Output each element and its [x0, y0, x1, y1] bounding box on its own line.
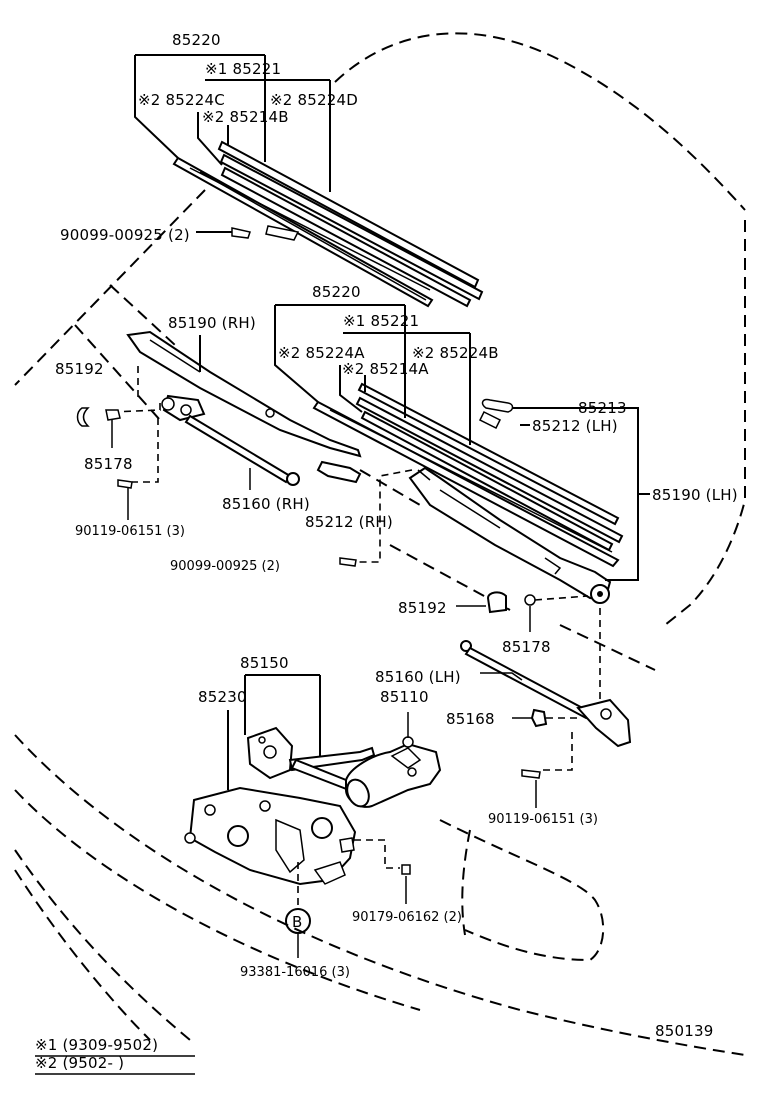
- label-85178-right: 85178: [502, 638, 551, 656]
- label-callout-b: B: [292, 913, 303, 931]
- cap-85192-left: [76, 407, 90, 427]
- wiper-blade-upper: [172, 140, 484, 308]
- legend-row-1: ※1 (9309-9502): [35, 1036, 158, 1054]
- label-85150: 85150: [240, 654, 289, 672]
- cap-85192-right: [456, 591, 507, 614]
- label-85220-mid: 85220: [312, 283, 361, 301]
- label-90119-left: 90119-06151 (3): [75, 524, 185, 539]
- mid-screw-leaders: [339, 469, 413, 567]
- label-85230: 85230: [198, 688, 247, 706]
- part-labels: 85220 ※1 85221 ※2 85224C ※2 85224D ※2 85…: [55, 31, 738, 1040]
- scrap-85212-lh: [478, 410, 502, 430]
- label-85221-top: ※1 85221: [205, 60, 281, 78]
- bushing-85168: [512, 708, 578, 728]
- label-85213: 85213: [578, 399, 627, 417]
- label-85168: 85168: [446, 710, 495, 728]
- upper-blade-leaders: [134, 54, 331, 233]
- label-93381: 93381-16016 (3): [240, 965, 350, 980]
- pivot-rh: [161, 394, 300, 486]
- rh-leaders: [111, 366, 251, 520]
- lh-arm-leaders: [505, 407, 650, 581]
- wiper-arm-lh: [408, 466, 612, 604]
- nut-85178-left: [105, 409, 121, 421]
- label-85212-lh: 85212 (LH): [532, 417, 618, 435]
- label-90099-top: 90099-00925 (2): [60, 226, 190, 244]
- legend: ※1 (9309-9502) ※2 (9502- ): [35, 1036, 195, 1075]
- label-85221-mid: ※1 85221: [343, 312, 419, 330]
- label-90119-right: 90119-06151 (3): [488, 812, 598, 827]
- label-90099-mid: 90099-00925 (2): [170, 559, 280, 574]
- nut-85178-right: [524, 594, 589, 632]
- label-85160-lh: 85160 (LH): [375, 668, 461, 686]
- legend-row-2: ※2 (9502- ): [35, 1054, 124, 1072]
- label-85214a: ※2 85214A: [342, 360, 429, 378]
- diagram-number: 850139: [655, 1022, 713, 1040]
- label-85224b: ※2 85224B: [412, 344, 499, 362]
- label-85224a: ※2 85224A: [278, 344, 365, 362]
- windshield-outline: [14, 32, 746, 671]
- wiper-arm-rh: [126, 330, 362, 458]
- wiper-motor-85110: [345, 712, 442, 808]
- label-85190-rh: 85190 (RH): [168, 314, 256, 332]
- label-85192-left: 85192: [55, 360, 104, 378]
- screw-90099-upper: [231, 227, 251, 239]
- pivot-lh: [460, 608, 632, 771]
- label-85190-lh: 85190 (LH): [652, 486, 738, 504]
- label-85178-left: 85178: [84, 455, 133, 473]
- label-85110: 85110: [380, 688, 429, 706]
- scrap-85213: [481, 398, 514, 413]
- wiper-blade-lower: [312, 382, 624, 568]
- label-85220-top: 85220: [172, 31, 221, 49]
- label-85224d: ※2 85224D: [270, 91, 358, 109]
- label-90179: 90179-06162 (2): [352, 910, 462, 925]
- lower-blade-leaders: [274, 304, 471, 445]
- scrap-85212-rh: [316, 460, 362, 484]
- label-85192-right: 85192: [398, 599, 447, 617]
- label-85160-rh: 85160 (RH): [222, 495, 310, 513]
- motor-bracket-85230: [184, 710, 357, 886]
- label-85214b: ※2 85214B: [202, 108, 289, 126]
- label-85224c: ※2 85224C: [138, 91, 225, 109]
- bolt-90119-left: [117, 479, 133, 489]
- bolt-90119-right: [521, 769, 541, 808]
- hood-outline: [14, 734, 746, 1056]
- bracket-leaders: [297, 839, 411, 958]
- callout-b-circle: [285, 908, 311, 934]
- label-85212-rh: 85212 (RH): [305, 513, 393, 531]
